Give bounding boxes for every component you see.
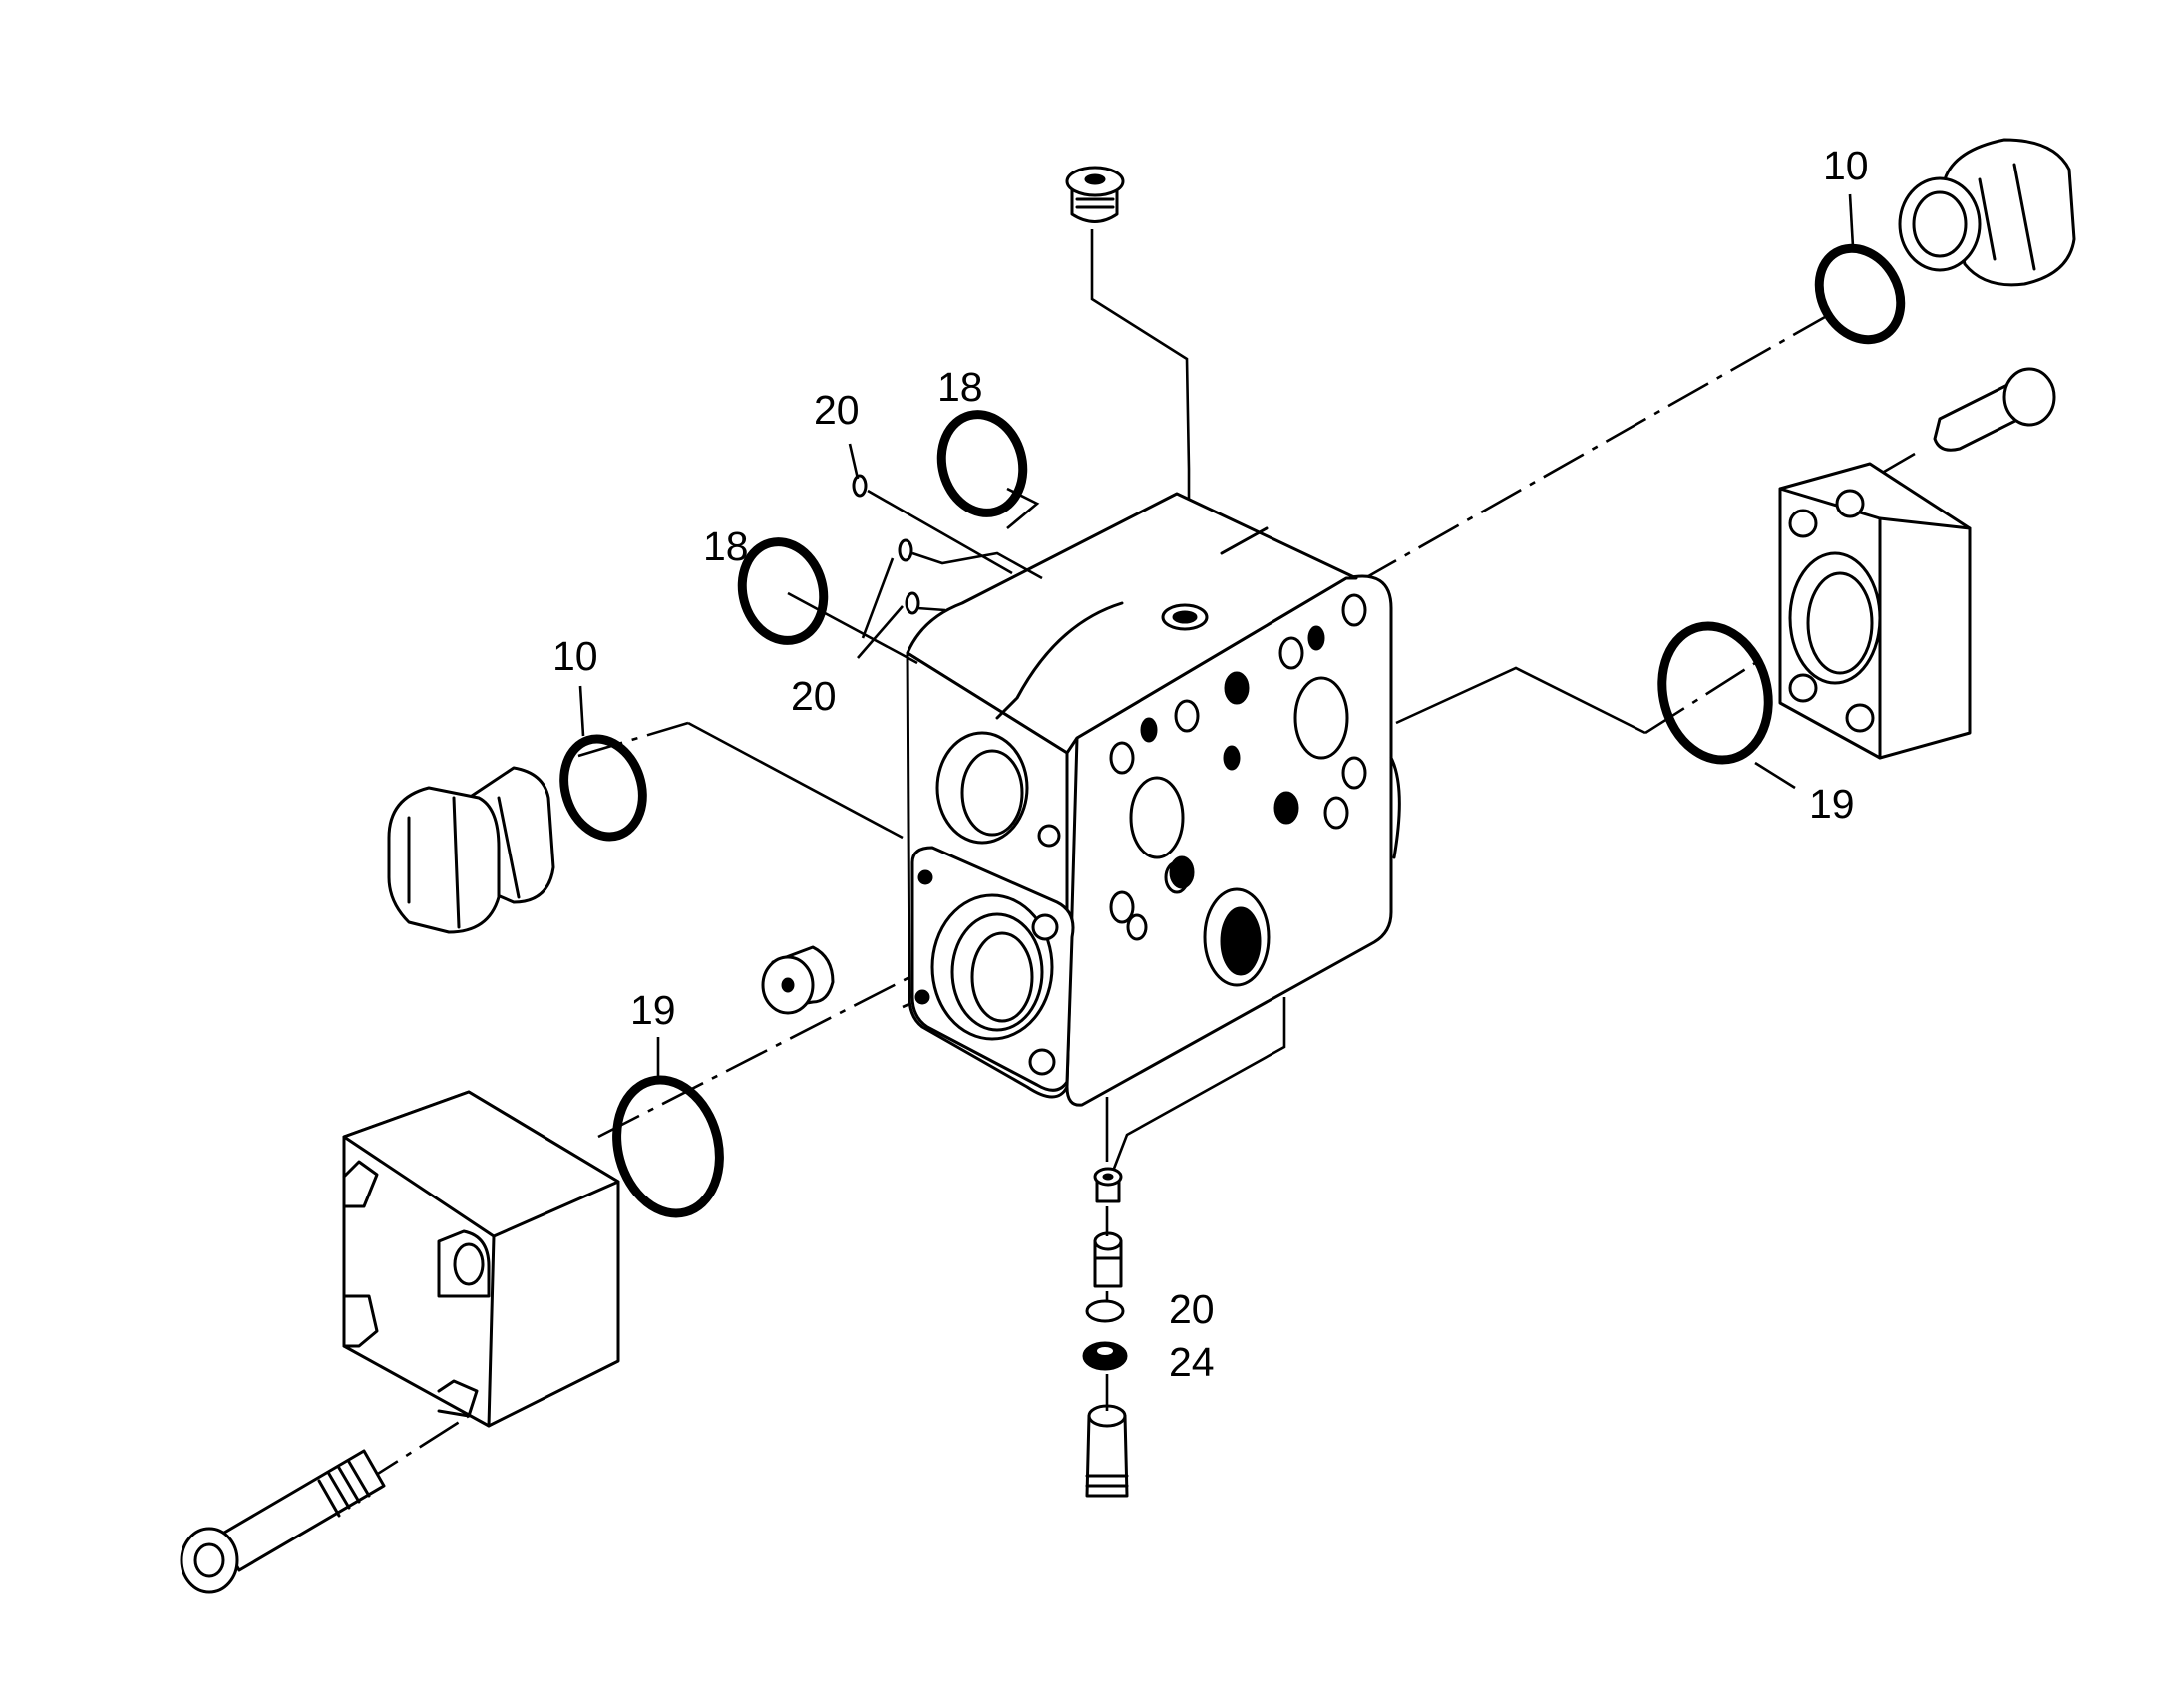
left-cover-block	[342, 1090, 620, 1428]
valve-body	[906, 492, 1401, 1107]
bottom-stack	[1082, 1167, 1129, 1498]
right-flange-plate	[1778, 462, 1972, 760]
left-o-ring-18	[737, 537, 829, 645]
callout-20-bottom: 20	[1169, 1286, 1215, 1332]
upper-o-ring-18	[936, 410, 1028, 517]
callout-20-upper: 20	[814, 387, 860, 433]
small-left-plug	[761, 945, 835, 1015]
left-plug	[387, 766, 555, 934]
top-plug	[1065, 166, 1125, 223]
long-bolt	[180, 1449, 386, 1594]
callout-10-top: 10	[1823, 143, 1869, 188]
right-o-ring-19	[1657, 621, 1773, 765]
left-o-ring-10	[559, 734, 647, 842]
callout-18-upper: 18	[937, 364, 983, 410]
callout-10-left: 10	[552, 633, 598, 679]
callout-leaders	[578, 193, 1855, 1077]
top-right-plug	[1898, 138, 2076, 287]
callout-24-bottom: 24	[1169, 1339, 1215, 1385]
left-o-ring-19	[612, 1075, 724, 1218]
callout-labels: 10 18 20 18 20 10 19 19 20 24	[552, 143, 1869, 1385]
callout-18-left: 18	[703, 523, 749, 569]
callout-20-mid: 20	[791, 673, 837, 719]
top-right-o-ring	[1814, 243, 1906, 345]
callout-19-left: 19	[630, 987, 676, 1033]
callout-19-right: 19	[1809, 781, 1855, 827]
right-bolt	[1933, 367, 2056, 452]
small-rings-20	[787, 443, 1043, 665]
